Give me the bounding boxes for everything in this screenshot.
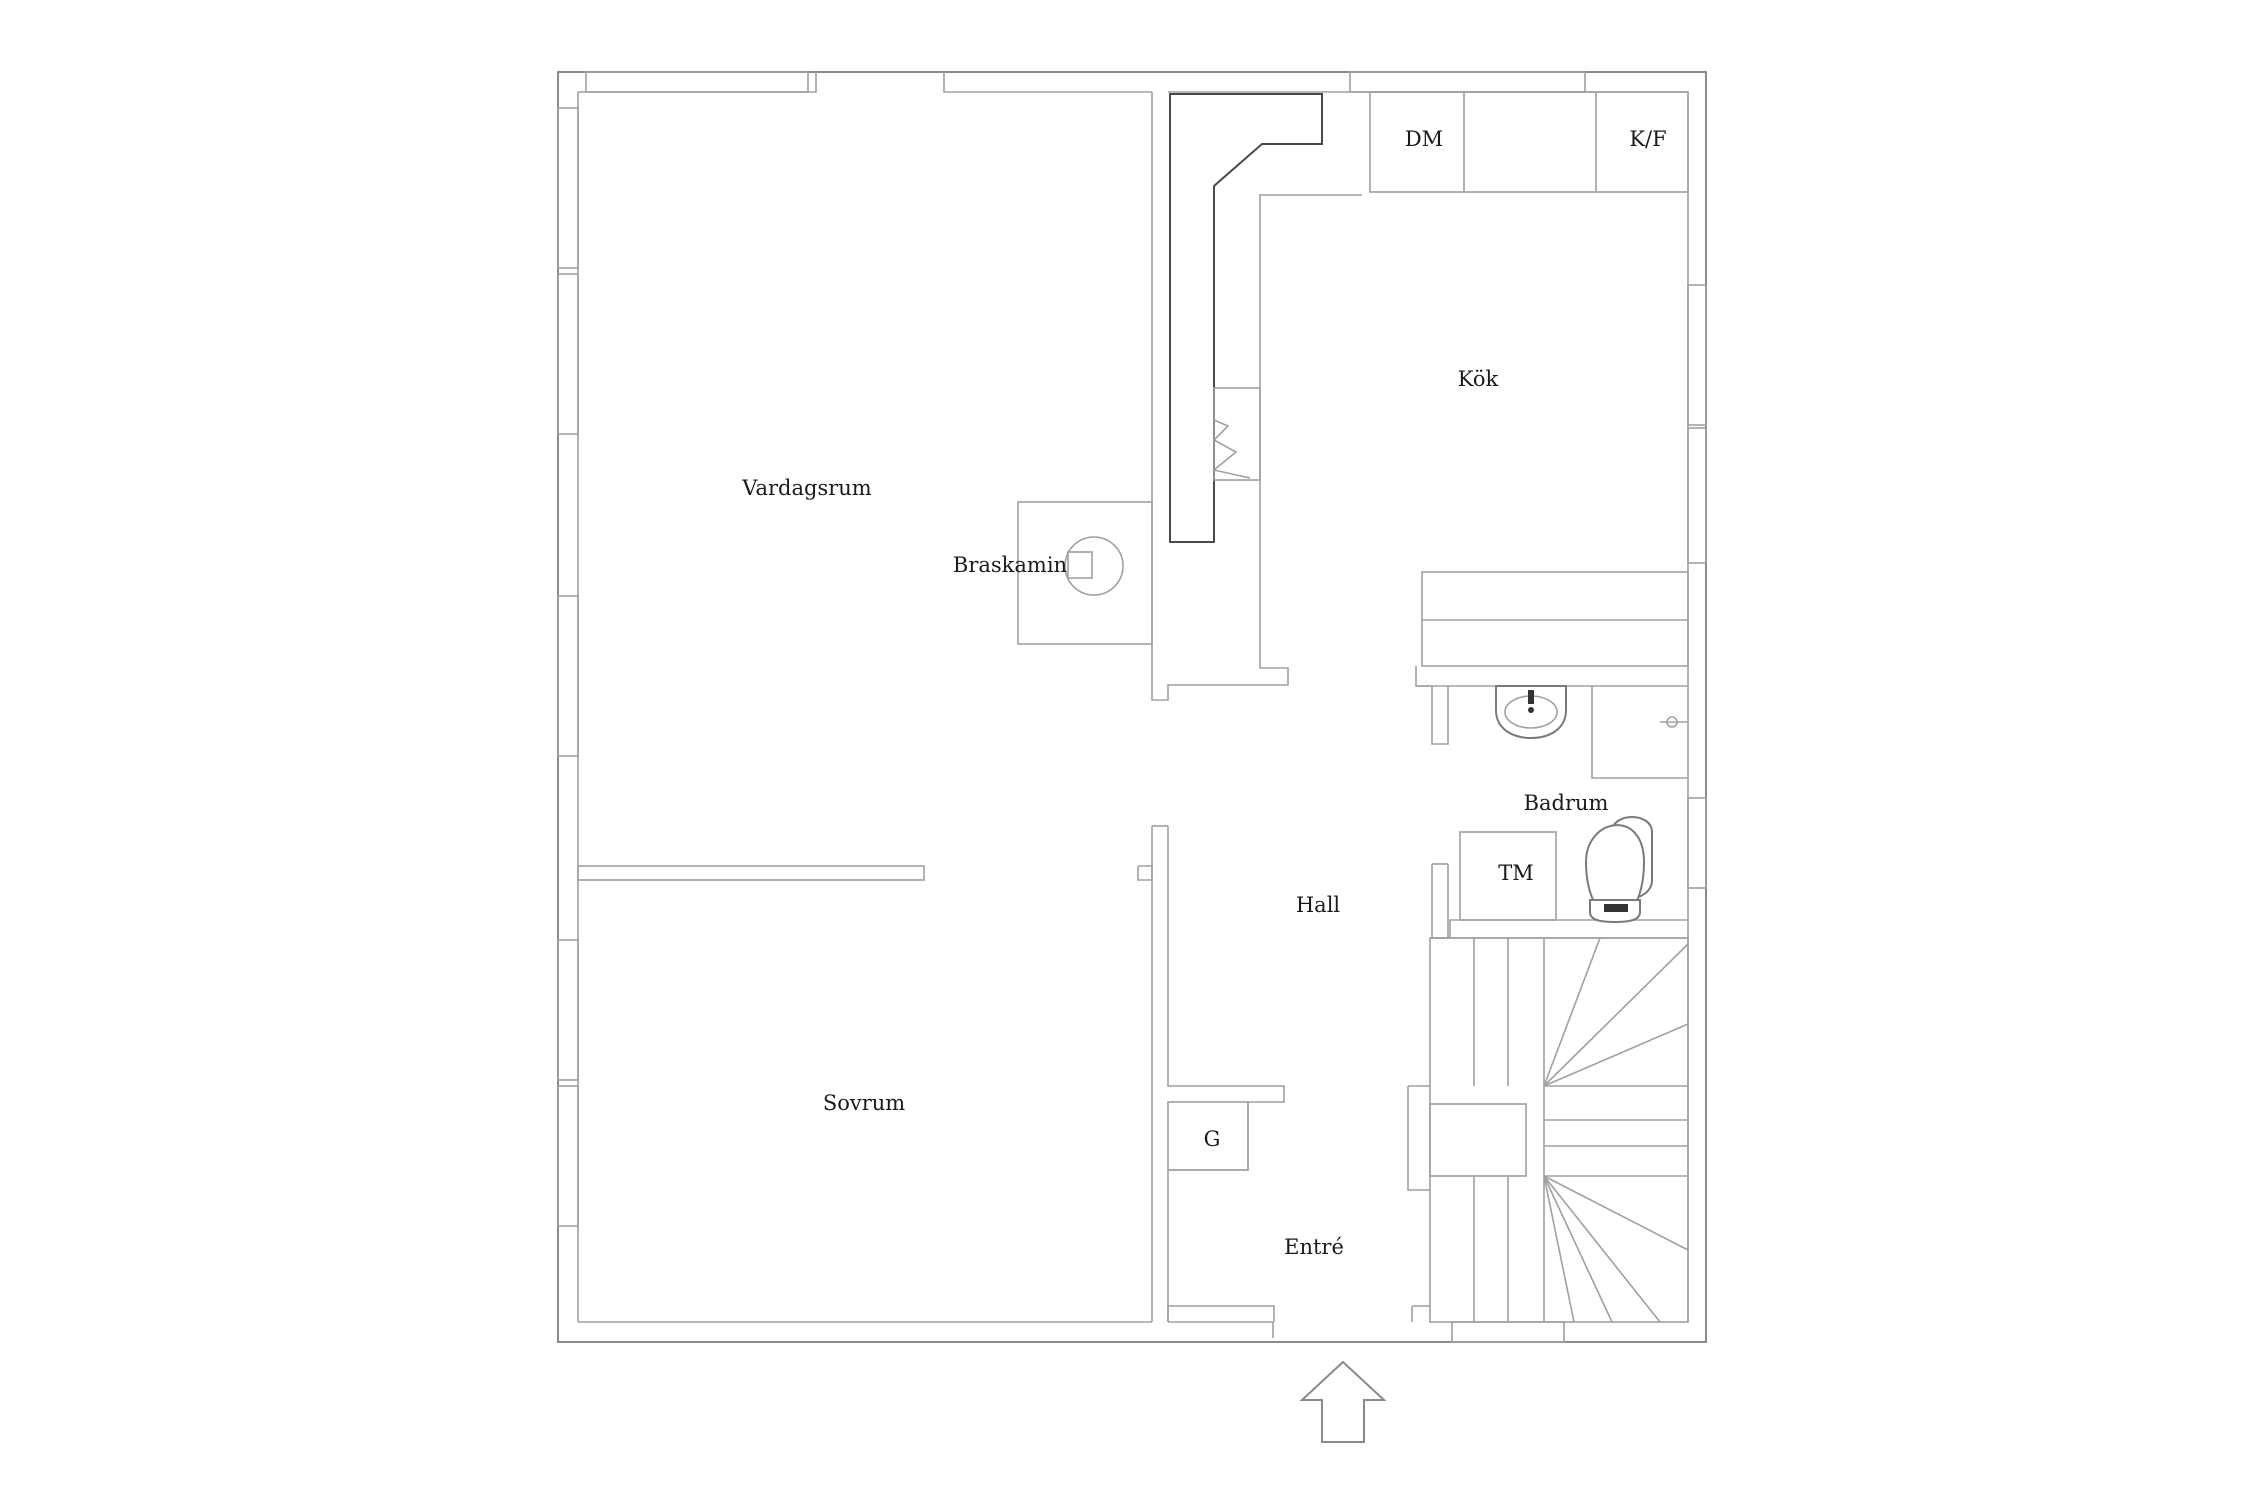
label-sovrum: Sovrum	[823, 1091, 905, 1115]
kitchen-counters	[1169, 91, 1689, 667]
fireplace-icon	[1017, 501, 1153, 645]
tm-box	[1459, 831, 1557, 921]
label-kok: Kök	[1458, 367, 1499, 391]
sink-icon	[1495, 685, 1567, 740]
entrance-arrow-icon	[1299, 1360, 1387, 1443]
label-hall: Hall	[1296, 893, 1341, 917]
label-tm: TM	[1498, 861, 1534, 885]
toilet-icon	[1584, 816, 1653, 924]
label-garderob: G	[1204, 1127, 1221, 1151]
label-entre: Entré	[1284, 1235, 1344, 1259]
staircase-icon	[1429, 937, 1689, 1323]
label-dm: DM	[1405, 127, 1443, 151]
label-braskamin: Braskamin	[953, 553, 1067, 577]
shower-icon	[1660, 716, 1688, 728]
label-kf: K/F	[1629, 127, 1666, 151]
label-vardagsrum: Vardagsrum	[741, 476, 872, 500]
label-badrum: Badrum	[1524, 791, 1609, 815]
closet-box	[1167, 1101, 1249, 1171]
